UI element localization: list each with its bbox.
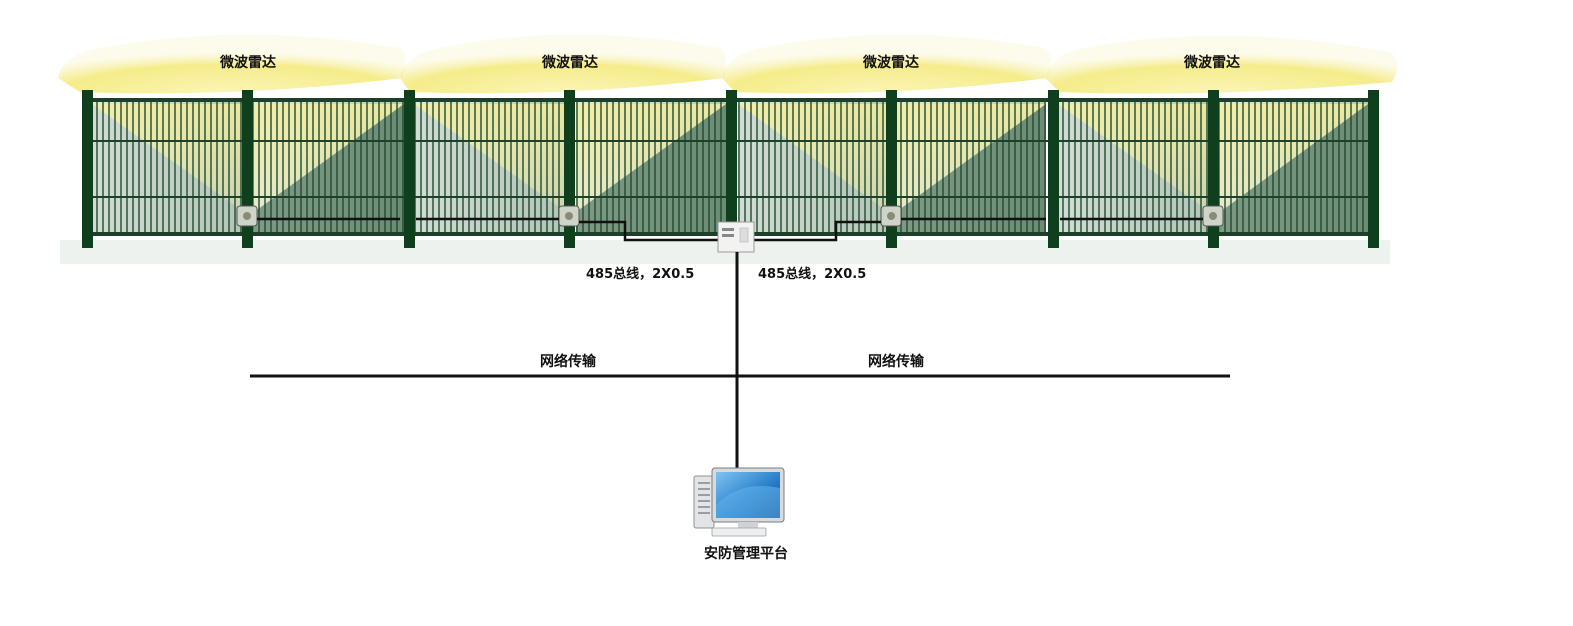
radar-dome-4 [1045, 35, 1398, 94]
radar-sensor-icon [880, 205, 902, 227]
network-label-left: 网络传输 [540, 354, 596, 370]
radar-dome-1 [58, 34, 406, 94]
network-lines [250, 252, 1230, 470]
bus-wiring [257, 217, 1203, 242]
junction-box-icon [717, 221, 755, 253]
radar-sensors [236, 205, 1224, 227]
fence [82, 90, 1379, 248]
computer-workstation-icon [693, 467, 785, 537]
radar-zone-label: 微波雷达 [220, 55, 276, 71]
radar-zone-label: 微波雷达 [542, 55, 598, 71]
platform-label: 安防管理平台 [704, 546, 788, 562]
radar-sensor-icon [558, 205, 580, 227]
radar-dome-3 [722, 34, 1051, 94]
radar-zone-label: 微波雷达 [1184, 55, 1240, 71]
network-label-right: 网络传输 [868, 354, 924, 370]
radar-zone-label: 微波雷达 [863, 55, 919, 71]
radar-domes [58, 34, 1398, 94]
fence-posts [82, 90, 1379, 248]
radar-dome-2 [400, 34, 727, 94]
bus-label-left: 485总线，2X0.5 [586, 267, 695, 282]
radar-sensor-icon [1202, 205, 1224, 227]
radar-sensor-icon [236, 205, 258, 227]
bus-label-right: 485总线，2X0.5 [758, 267, 867, 282]
